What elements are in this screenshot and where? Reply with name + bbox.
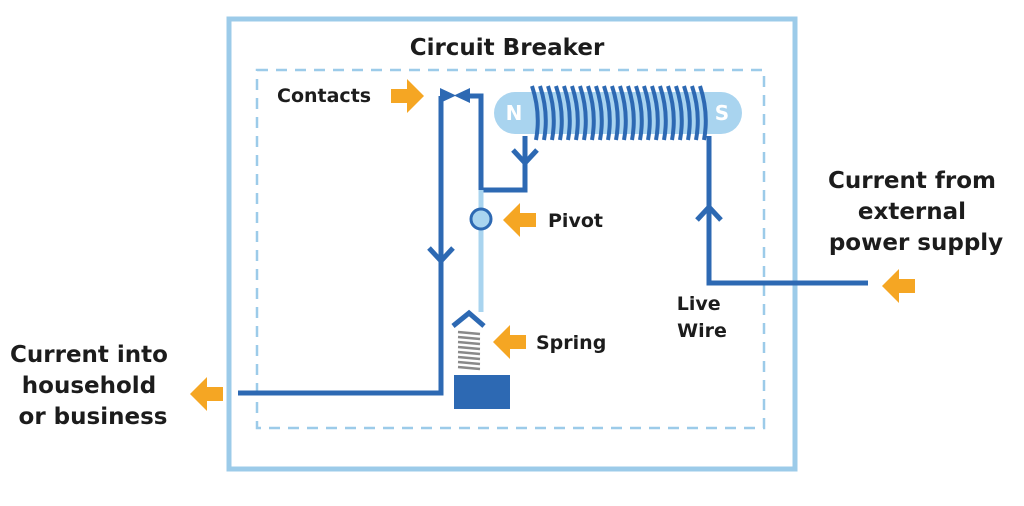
pivot-label: Pivot bbox=[548, 210, 603, 232]
coil-winding bbox=[634, 85, 644, 141]
live-wire-line-1: Live bbox=[677, 293, 721, 315]
left-arrow-icon bbox=[190, 377, 223, 411]
flow-arrow-icon bbox=[695, 203, 723, 222]
spring-turn bbox=[457, 365, 481, 371]
current-into-line-1: Current into bbox=[10, 342, 168, 368]
spring-turn bbox=[457, 360, 481, 366]
left-arrow-icon bbox=[493, 325, 526, 359]
right-arrow-icon bbox=[391, 79, 424, 113]
spring-turn bbox=[457, 350, 481, 356]
coil-winding bbox=[682, 85, 692, 141]
contacts-label: Contacts bbox=[277, 85, 371, 107]
spring-cap bbox=[451, 309, 486, 328]
coil-winding bbox=[554, 85, 564, 141]
coil-winding bbox=[626, 85, 636, 141]
coil-winding bbox=[538, 85, 548, 141]
spring-turn bbox=[457, 345, 481, 351]
coil-winding bbox=[674, 85, 684, 141]
north-pole-label: N bbox=[506, 101, 523, 125]
electromagnet-coil bbox=[530, 85, 708, 141]
coil-winding bbox=[690, 85, 700, 141]
coil-winding bbox=[530, 85, 540, 141]
outer-frame bbox=[226, 16, 798, 472]
current-from-line-1: Current from bbox=[828, 168, 996, 194]
left-arrow-icon bbox=[503, 203, 536, 237]
coil-winding bbox=[594, 85, 604, 141]
diagram-title: Circuit Breaker bbox=[410, 35, 605, 61]
south-pole-label: S bbox=[715, 101, 729, 125]
coil-winding bbox=[562, 85, 572, 141]
coil-winding bbox=[570, 85, 580, 141]
spring-turn bbox=[457, 340, 481, 346]
flow-arrow-icon bbox=[427, 246, 455, 265]
current-flow-arrows bbox=[427, 148, 723, 265]
current-from-line-3: power supply bbox=[829, 230, 1003, 256]
left-arrow-icon bbox=[882, 269, 915, 303]
coil-winding bbox=[642, 85, 652, 141]
spring-turn bbox=[457, 355, 481, 361]
live-wire bbox=[706, 136, 868, 286]
spring-coil bbox=[457, 330, 481, 371]
spring-turn bbox=[457, 335, 481, 341]
coil-winding bbox=[698, 85, 708, 141]
live-wire-label: Live Wire bbox=[677, 293, 728, 342]
coil-winding bbox=[586, 85, 596, 141]
current-into-line-3: or business bbox=[19, 404, 168, 430]
pivot-point bbox=[469, 207, 493, 231]
spring-turn bbox=[457, 330, 481, 336]
pointer-arrows bbox=[190, 79, 915, 411]
current-from-label: Current from external power supply bbox=[828, 168, 1004, 256]
coil-winding bbox=[546, 85, 556, 141]
spring-base bbox=[454, 375, 510, 409]
output-wire bbox=[238, 96, 444, 396]
current-into-label: Current into household or business bbox=[10, 342, 176, 430]
current-into-line-2: household bbox=[22, 373, 156, 399]
current-from-line-2: external bbox=[858, 199, 966, 225]
live-wire-line-2: Wire bbox=[677, 320, 727, 342]
coil-winding bbox=[658, 85, 668, 141]
coil-winding bbox=[578, 85, 588, 141]
flow-arrow-icon bbox=[511, 148, 539, 167]
inner-dashed-frame bbox=[255, 68, 766, 430]
contacts-symbol bbox=[440, 88, 470, 103]
coil-winding bbox=[666, 85, 676, 141]
coil-winding bbox=[602, 85, 612, 141]
coil-winding bbox=[610, 85, 620, 141]
coil-winding bbox=[618, 85, 628, 141]
spring-label: Spring bbox=[536, 332, 606, 354]
coil-winding bbox=[650, 85, 660, 141]
